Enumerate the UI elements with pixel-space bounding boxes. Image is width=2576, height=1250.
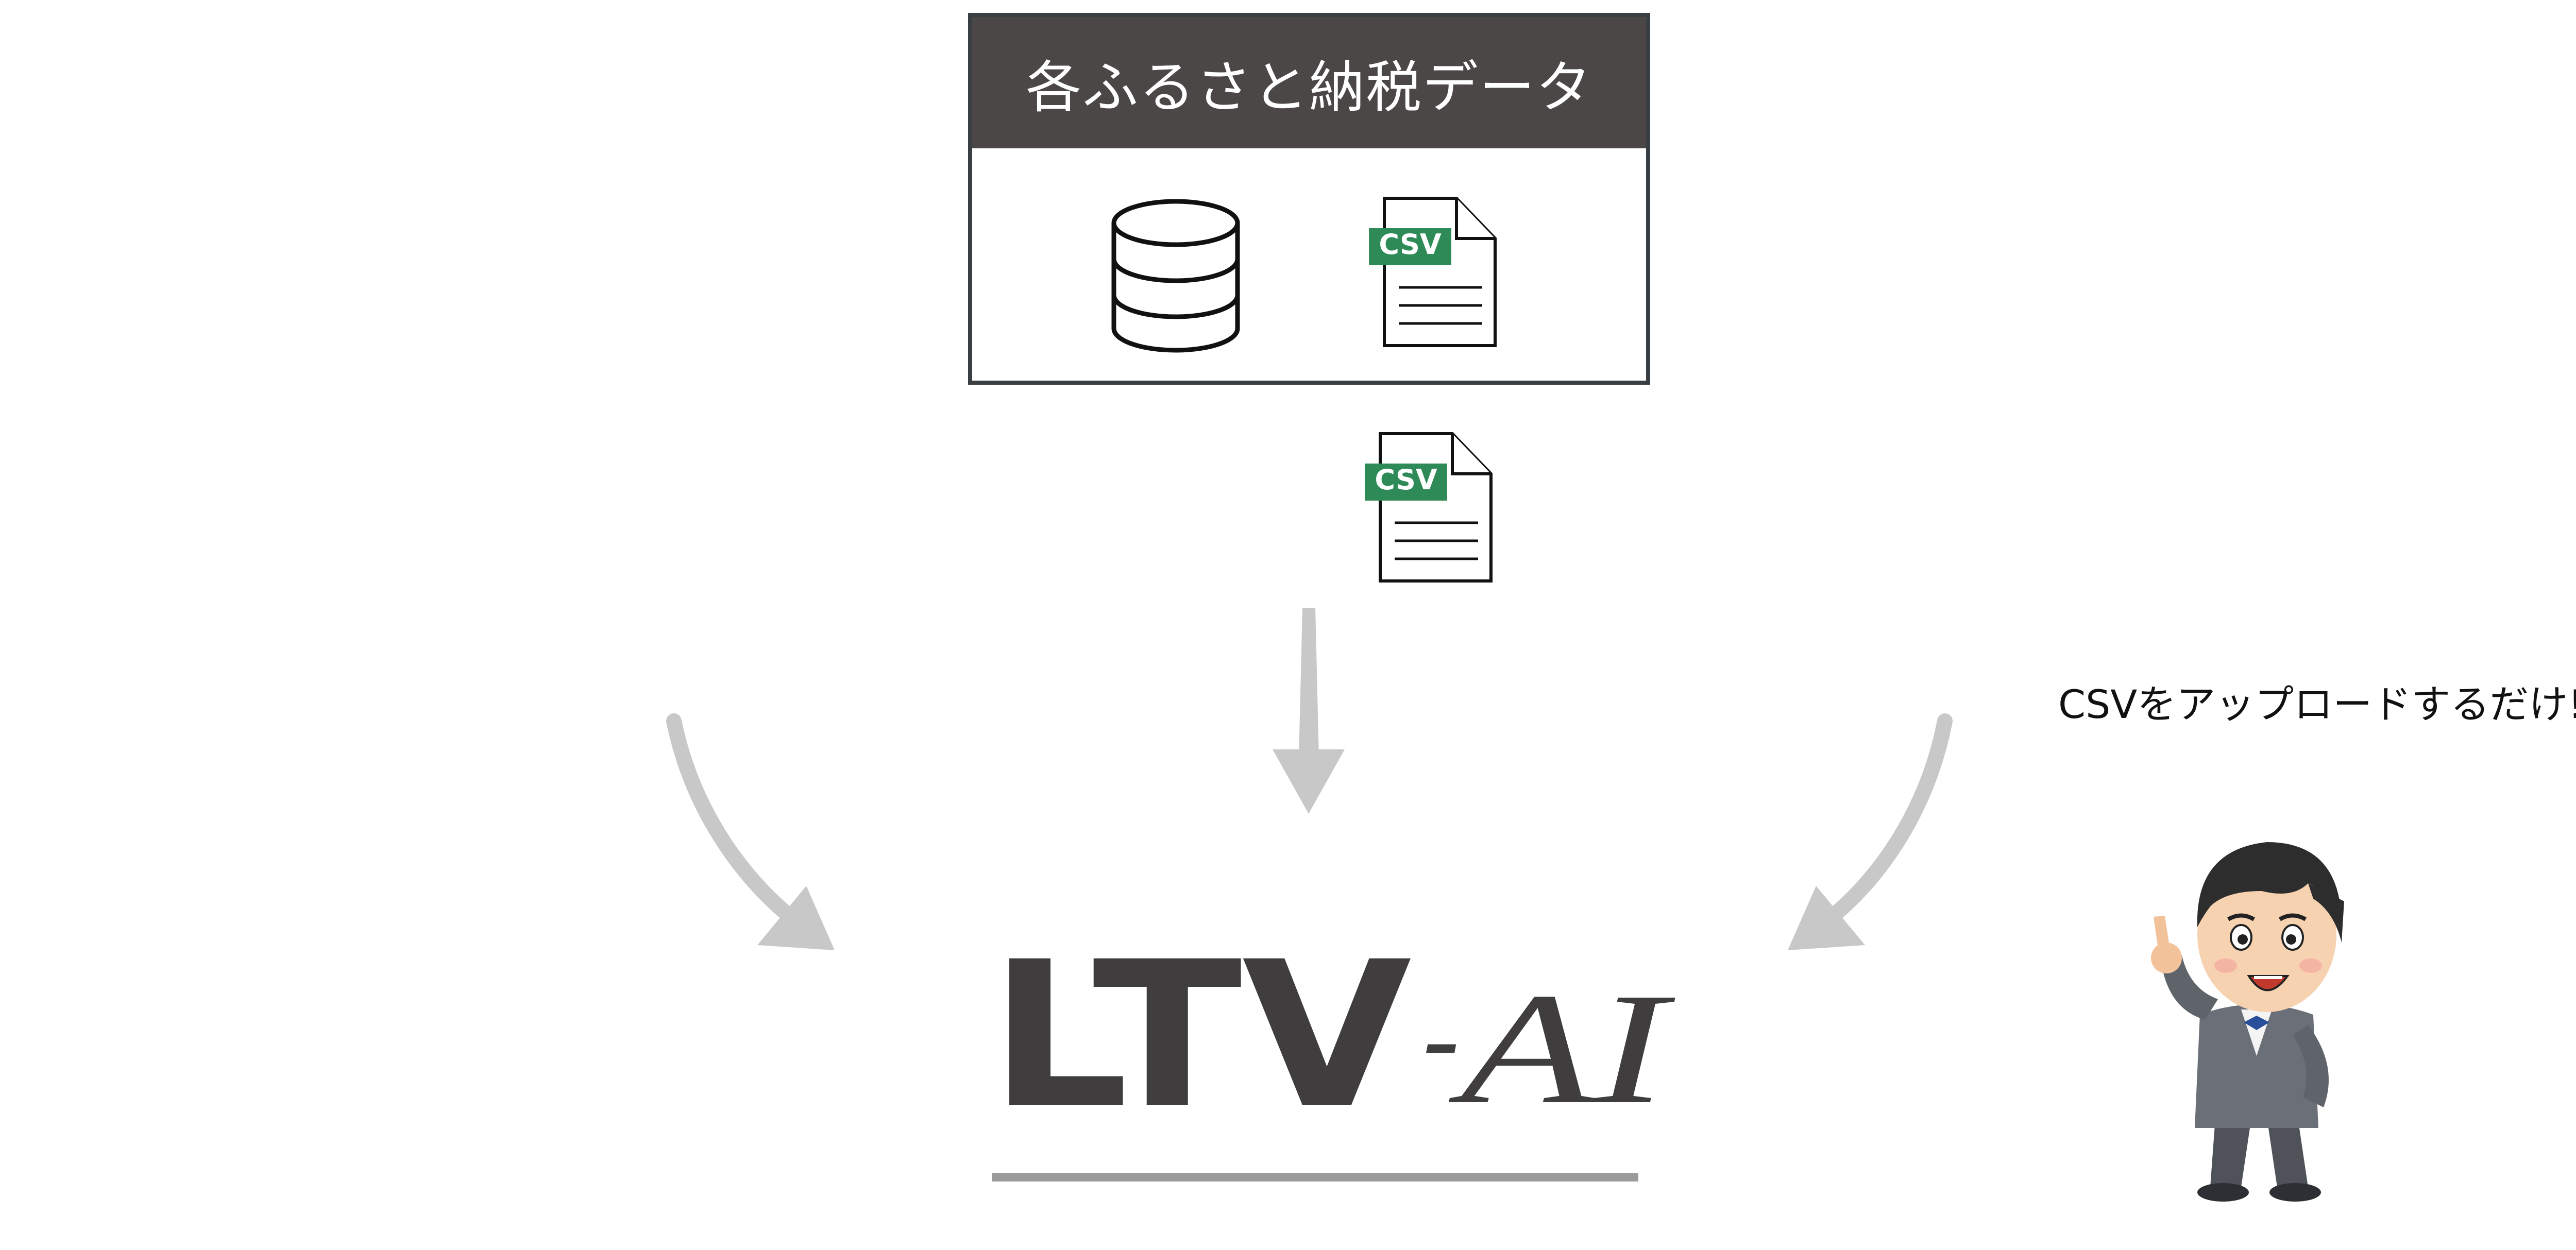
database-icon (1111, 199, 1240, 353)
csv-badge-label: CSV (1379, 228, 1442, 261)
upload-caption: CSVをアップロードするだけ! (2058, 681, 2576, 727)
mascot-businessman-icon (2151, 842, 2344, 1202)
source-title: 各ふるさと納税データ (1025, 55, 1592, 120)
upload-csv-file-icon: CSV (1365, 432, 1493, 583)
logo-ai-text: AI (1447, 961, 1676, 1137)
arrow-down-icon (1273, 608, 1345, 814)
arrow-curved-right-icon (1788, 713, 1953, 950)
csv-badge-label: CSV (1375, 464, 1437, 496)
logo-underline (992, 1173, 1638, 1181)
csv-badge (1369, 228, 1451, 265)
source-header: 各ふるさと納税データ (972, 17, 1646, 148)
source-data-box: 各ふるさと納税データ CSV (968, 13, 1650, 385)
ltv-ai-logo: LTV - AI (989, 948, 1676, 1181)
csv-badge (1365, 464, 1447, 501)
arrow-curved-left-icon (666, 713, 835, 950)
csv-file-icon: CSV (1369, 197, 1497, 347)
logo-dash: - (1422, 974, 1460, 1106)
logo-ltv-text: LTV (989, 948, 1413, 1152)
